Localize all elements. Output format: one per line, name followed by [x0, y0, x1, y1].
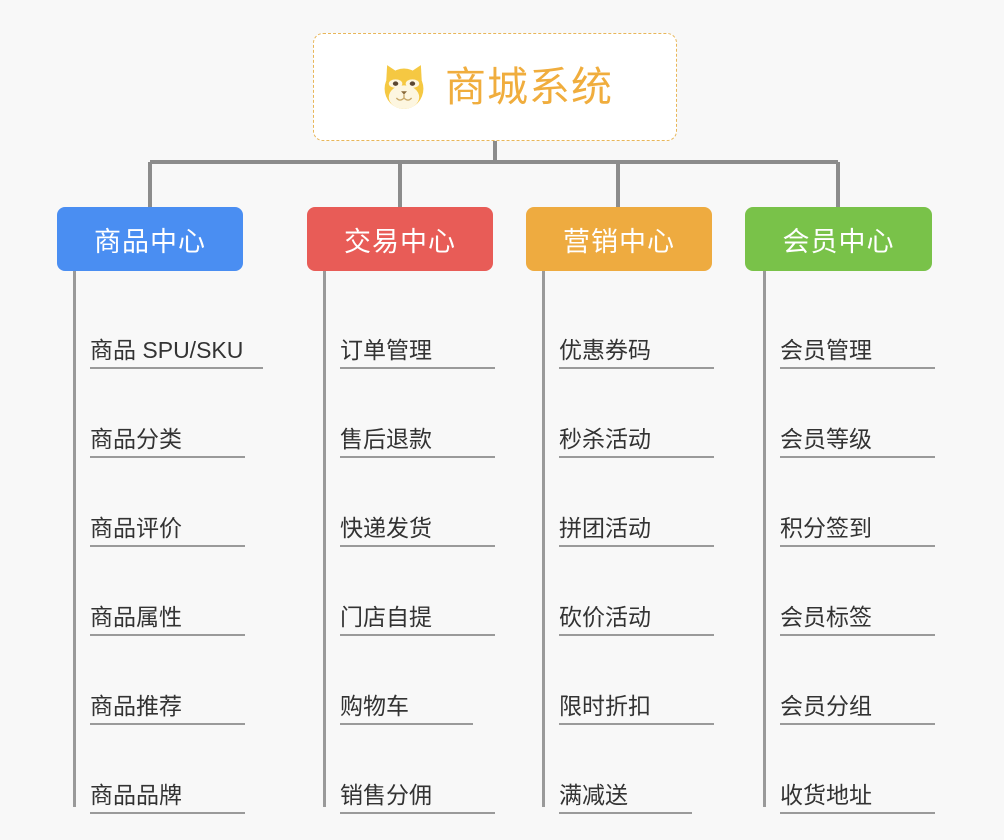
list-item-label: 商品属性: [90, 603, 182, 630]
list-item-label: 积分签到: [780, 514, 872, 541]
branch-product-center: 商品中心 商品 SPU/SKU 商品分类 商品评价 商品属性 商品推荐 商品品牌: [57, 207, 263, 814]
list-item-label: 拼团活动: [559, 514, 651, 541]
branch-spine: [73, 271, 76, 807]
list-item[interactable]: 订单管理: [340, 280, 495, 369]
branch-header-member-center[interactable]: 会员中心: [745, 207, 932, 271]
list-item-label: 售后退款: [340, 425, 432, 452]
list-item-label: 订单管理: [340, 336, 432, 363]
list-item-label: 限时折扣: [559, 692, 651, 719]
list-item[interactable]: 收货地址: [780, 725, 935, 814]
root-title: 商城系统: [445, 63, 613, 110]
list-item[interactable]: 购物车: [340, 636, 473, 725]
list-item[interactable]: 商品评价: [90, 458, 245, 547]
branch-header-trade-center[interactable]: 交易中心: [307, 207, 493, 271]
list-item[interactable]: 快递发货: [340, 458, 495, 547]
branch-items-trade-center: 订单管理 售后退款 快递发货 门店自提 购物车 销售分佣: [307, 271, 495, 814]
list-item[interactable]: 优惠券码: [559, 280, 714, 369]
list-item[interactable]: 会员标签: [780, 547, 935, 636]
branch-items-product-center: 商品 SPU/SKU 商品分类 商品评价 商品属性 商品推荐 商品品牌: [57, 271, 263, 814]
branch-member-center: 会员中心 会员管理 会员等级 积分签到 会员标签 会员分组 收货地址: [745, 207, 935, 814]
list-item[interactable]: 拼团活动: [559, 458, 714, 547]
branch-header-label: 营销中心: [563, 226, 675, 257]
list-item[interactable]: 商品推荐: [90, 636, 245, 725]
list-item[interactable]: 秒杀活动: [559, 369, 714, 458]
branch-header-label: 商品中心: [94, 226, 206, 257]
list-item[interactable]: 限时折扣: [559, 636, 714, 725]
list-item-label: 快递发货: [340, 514, 432, 541]
list-item-label: 会员管理: [780, 336, 872, 363]
branch-header-marketing-center[interactable]: 营销中心: [526, 207, 712, 271]
branch-header-label: 会员中心: [782, 226, 895, 257]
list-item-label: 砍价活动: [559, 603, 651, 630]
list-item-label: 收货地址: [780, 781, 872, 808]
list-item[interactable]: 门店自提: [340, 547, 495, 636]
branch-items-marketing-center: 优惠券码 秒杀活动 拼团活动 砍价活动 限时折扣 满减送: [526, 271, 714, 814]
list-item-label: 销售分佣: [340, 781, 432, 808]
list-item[interactable]: 售后退款: [340, 369, 495, 458]
list-item[interactable]: 商品属性: [90, 547, 245, 636]
list-item-label: 优惠券码: [559, 336, 651, 363]
branch-trade-center: 交易中心 订单管理 售后退款 快递发货 门店自提 购物车 销售分佣: [307, 207, 495, 814]
list-item[interactable]: 商品 SPU/SKU: [90, 280, 263, 369]
list-item[interactable]: 商品品牌: [90, 725, 245, 814]
list-item[interactable]: 积分签到: [780, 458, 935, 547]
list-item[interactable]: 砍价活动: [559, 547, 714, 636]
list-item-label: 商品评价: [90, 514, 182, 541]
list-item[interactable]: 会员分组: [780, 636, 935, 725]
list-item-label: 会员标签: [780, 603, 872, 630]
list-item-label: 商品推荐: [90, 692, 182, 719]
branch-spine: [763, 271, 766, 807]
list-item[interactable]: 会员等级: [780, 369, 935, 458]
list-item-label: 满减送: [559, 781, 628, 808]
list-item[interactable]: 满减送: [559, 725, 692, 814]
list-item-label: 会员等级: [780, 425, 872, 452]
list-item[interactable]: 会员管理: [780, 280, 935, 369]
root-node-shop-system[interactable]: 商城系统: [313, 33, 677, 141]
branch-header-product-center[interactable]: 商品中心: [57, 207, 243, 271]
branch-items-member-center: 会员管理 会员等级 积分签到 会员标签 会员分组 收货地址: [745, 271, 935, 814]
list-item[interactable]: 销售分佣: [340, 725, 495, 814]
list-item-label: 秒杀活动: [559, 425, 651, 452]
list-item-label: 门店自提: [340, 603, 432, 630]
shiba-dog-face-icon: [384, 65, 424, 109]
branch-spine: [542, 271, 545, 807]
list-item-label: 购物车: [340, 692, 409, 719]
list-item-label: 会员分组: [780, 692, 872, 719]
list-item[interactable]: 商品分类: [90, 369, 245, 458]
branch-header-label: 交易中心: [344, 226, 456, 257]
list-item-label: 商品分类: [90, 425, 182, 452]
branch-spine: [323, 271, 326, 807]
list-item-label: 商品 SPU/SKU: [90, 336, 244, 363]
list-item-label: 商品品牌: [90, 781, 182, 808]
branch-marketing-center: 营销中心 优惠券码 秒杀活动 拼团活动 砍价活动 限时折扣 满减送: [526, 207, 714, 814]
